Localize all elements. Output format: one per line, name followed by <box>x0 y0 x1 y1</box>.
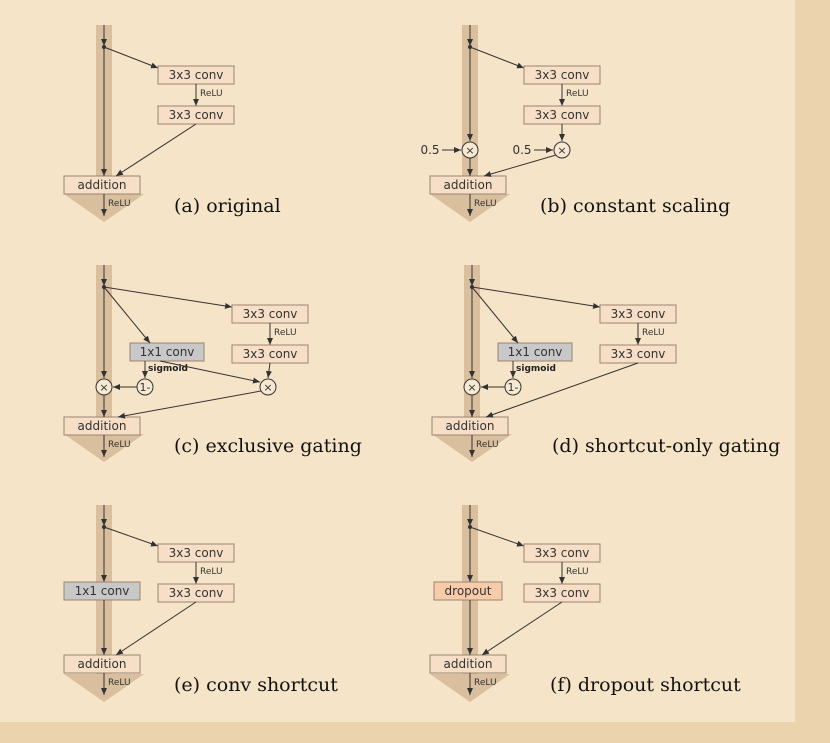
multiply-shortcut-d-label: × <box>467 381 476 394</box>
conv-1x1-gate-c-label: 1x1 conv <box>140 345 195 359</box>
scale-label-residual-b: 0.5 <box>512 143 531 157</box>
relu-label-mid-f: ReLU <box>566 567 589 577</box>
addition-box-b <box>429 175 507 195</box>
residual-to-add-c <box>117 390 262 419</box>
conv-3x3-top-d-label: 3x3 conv <box>611 307 666 321</box>
caption-d: (d) shortcut-only gating <box>552 435 780 457</box>
residual-branch-line-f <box>469 526 525 547</box>
residual-to-add-a <box>115 123 197 177</box>
addition-box-c-label: addition <box>78 419 127 433</box>
multiply-shortcut-c-label: × <box>99 381 108 394</box>
addition-box-a <box>63 175 141 195</box>
multiply-residual-c-label: × <box>263 381 272 394</box>
conv-3x3-bottom-d-label: 3x3 conv <box>611 347 666 361</box>
relu-label-out-a: ReLU <box>108 199 131 209</box>
conv-3x3-bottom-e-label: 3x3 conv <box>169 586 224 600</box>
gate-branch-line-c <box>103 286 151 344</box>
addition-box-d <box>431 416 509 436</box>
bottom-border <box>0 722 830 743</box>
conv-3x3-top-a-label: 3x3 conv <box>169 68 224 82</box>
caption-f: (f) dropout shortcut <box>550 674 741 696</box>
addition-box-e-label: addition <box>78 657 127 671</box>
right-border <box>795 0 830 743</box>
addition-box-f-label: addition <box>444 657 493 671</box>
multiply-residual-b-label: × <box>557 144 566 157</box>
addition-box-c <box>63 416 141 436</box>
conv-3x3-top-f-label: 3x3 conv <box>535 546 590 560</box>
relu-label-mid-e: ReLU <box>200 567 223 577</box>
caption-b: (b) constant scaling <box>540 195 730 217</box>
multiply-residual-c <box>259 378 277 396</box>
residual-to-add-f <box>481 601 563 656</box>
relu-label-mid-b: ReLU <box>566 89 589 99</box>
residual-to-add-b <box>483 154 557 177</box>
sigmoid-label-c: sigmoid <box>148 364 188 374</box>
relu-label-mid-d: ReLU <box>642 328 665 338</box>
conv-3x3-bottom-f-label: 3x3 conv <box>535 586 590 600</box>
relu-label-out-b: ReLU <box>474 199 497 209</box>
residual-branch-line-b <box>469 46 525 69</box>
residual-branch-line-e <box>103 526 159 547</box>
relu-label-out-e: ReLU <box>108 678 131 688</box>
multiply-residual-b <box>553 141 571 159</box>
addition-box-b-label: addition <box>444 178 493 192</box>
residual-to-add-d <box>485 362 639 418</box>
addition-box-d-label: addition <box>446 419 495 433</box>
addition-box-f <box>429 654 507 674</box>
residual-branch-line-d <box>471 286 601 309</box>
relu-label-out-d: ReLU <box>476 440 499 450</box>
relu-label-out-f: ReLU <box>474 678 497 688</box>
residual-branch-line-a <box>103 46 159 69</box>
relu-label-out-c: ReLU <box>108 440 131 450</box>
caption-a: (a) original <box>174 195 281 217</box>
conv-1x1-shortcut-e-label: 1x1 conv <box>75 584 130 598</box>
residual-to-mult-c <box>265 362 272 379</box>
conv-1x1-gate-d-label: 1x1 conv <box>508 345 563 359</box>
caption-e: (e) conv shortcut <box>174 674 338 696</box>
one-minus-d-label: 1- <box>508 381 519 394</box>
dropout-shortcut-f-label: dropout <box>445 584 492 598</box>
conv-1x1-gate-c <box>129 342 205 362</box>
conv-3x3-top-c-label: 3x3 conv <box>243 307 298 321</box>
scale-label-shortcut-b: 0.5 <box>420 143 439 157</box>
residual-branch-line-c <box>103 286 233 309</box>
dropout-shortcut-f <box>433 581 503 601</box>
conv-3x3-top-b-label: 3x3 conv <box>535 68 590 82</box>
sigmoid-label-d: sigmoid <box>516 364 556 374</box>
gate-to-residual-mult-c <box>159 360 261 384</box>
relu-label-mid-c: ReLU <box>274 328 297 338</box>
conv-3x3-bottom-c-label: 3x3 conv <box>243 347 298 361</box>
conv-1x1-gate-d <box>497 342 573 362</box>
gate-branch-line-d <box>471 286 519 344</box>
caption-c: (c) exclusive gating <box>174 435 362 457</box>
relu-label-mid-a: ReLU <box>200 89 223 99</box>
addition-box-e <box>63 654 141 674</box>
conv-3x3-top-e-label: 3x3 conv <box>169 546 224 560</box>
conv-3x3-bottom-b-label: 3x3 conv <box>535 108 590 122</box>
conv-1x1-shortcut-e <box>63 581 141 601</box>
conv-3x3-bottom-a-label: 3x3 conv <box>169 108 224 122</box>
one-minus-c-label: 1- <box>140 381 151 394</box>
addition-box-a-label: addition <box>78 178 127 192</box>
residual-to-add-e <box>115 601 197 656</box>
multiply-shortcut-b-label: × <box>465 144 474 157</box>
